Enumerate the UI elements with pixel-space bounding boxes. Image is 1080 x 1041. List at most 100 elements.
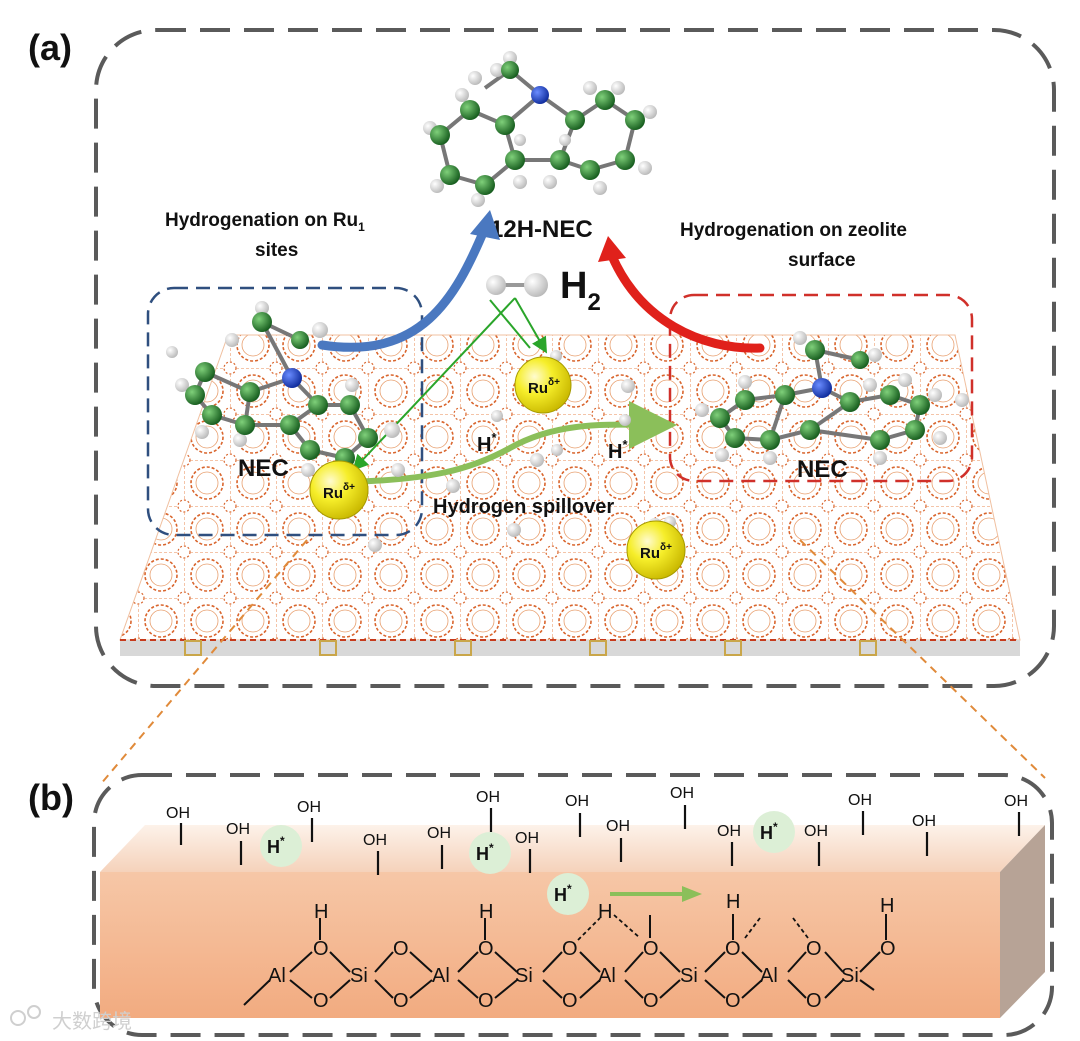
right-title: Hydrogenation on zeolite [680, 220, 907, 241]
svg-text:大数跨境: 大数跨境 [52, 1009, 132, 1033]
svg-text:Ruδ+: Ruδ+ [528, 377, 560, 397]
ru-site-3: Ruδ+ [626, 520, 686, 580]
svg-text:O: O [806, 990, 822, 1012]
svg-text:O: O [725, 938, 741, 960]
svg-text:H: H [726, 891, 740, 913]
left-title: Hydrogenation on Ru1 [165, 210, 365, 234]
oh-group: OH [515, 830, 539, 873]
blue-arrowhead [470, 210, 500, 240]
svg-text:OH: OH [606, 818, 630, 835]
oh-group: OH [670, 785, 694, 829]
svg-text:OH: OH [717, 823, 741, 840]
panel-b-frame [92, 773, 1054, 1037]
svg-text:O: O [313, 990, 329, 1012]
oh-group: OH [297, 799, 321, 842]
red-arrow [607, 251, 765, 353]
left-title-line2: sites [255, 240, 298, 261]
svg-text:Si: Si [841, 965, 859, 987]
oh-group: OH [427, 825, 451, 869]
oh-group: OH [565, 793, 589, 837]
svg-text:OH: OH [297, 799, 321, 816]
svg-text:Ruδ+: Ruδ+ [640, 542, 672, 562]
nec-label-left: NEC [238, 455, 289, 482]
svg-text:Al: Al [598, 965, 616, 987]
svg-text:O: O [725, 990, 741, 1012]
red-arrowhead [598, 236, 626, 262]
oh-group: OH [476, 789, 500, 832]
svg-text:H*: H* [554, 882, 572, 905]
svg-text:O: O [478, 990, 494, 1012]
h-star-bubble-4: H* [547, 873, 589, 915]
svg-text:OH: OH [670, 785, 694, 802]
h-star-label-2: H* [608, 437, 628, 463]
svg-text:H: H [479, 901, 493, 923]
oh-group: OH [166, 805, 190, 845]
hydroxyl-groups: OH OH OH OH OH OH OH OH OH OH OH OH OH O… [166, 785, 1028, 875]
h-star-bubble-1: H* [260, 825, 302, 867]
blue-arrow [317, 223, 490, 352]
dissociation-arrows [352, 297, 547, 471]
h-star-label-1: H* [477, 430, 497, 456]
svg-text:Al: Al [268, 965, 286, 987]
svg-text:H*: H* [267, 834, 285, 857]
right-title-line2: surface [788, 250, 856, 271]
h-migration-arrow [610, 886, 702, 902]
svg-text:O: O [393, 990, 409, 1012]
svg-text:OH: OH [565, 793, 589, 810]
svg-text:O: O [643, 938, 659, 960]
svg-text:O: O [478, 938, 494, 960]
oh-group: OH [717, 823, 741, 866]
nec-molecule-right [695, 331, 969, 465]
svg-text:H*: H* [476, 841, 494, 864]
watermark: 大数跨境 [10, 1005, 132, 1033]
oh-group: OH [848, 792, 872, 835]
svg-text:O: O [806, 938, 822, 960]
ru-site-2: Ruδ+ [309, 460, 369, 520]
svg-text:O: O [562, 990, 578, 1012]
svg-text:O: O [562, 938, 578, 960]
svg-text:Si: Si [515, 965, 533, 987]
svg-text:Si: Si [350, 965, 368, 987]
h2-molecule [486, 273, 548, 297]
svg-text:OH: OH [166, 805, 190, 822]
ru-site-1: Ruδ+ [514, 356, 572, 414]
svg-text:OH: OH [427, 825, 451, 842]
panel-a-frame [94, 28, 1056, 688]
svg-text:Al: Al [760, 965, 778, 987]
svg-text:OH: OH [515, 830, 539, 847]
spillover-arrow [344, 400, 677, 485]
zeolite-framework: Al Al Al Al Si Si Si Si O O O O O O O O … [243, 891, 896, 1012]
product-molecule-12h-nec [423, 51, 657, 207]
svg-text:O: O [313, 938, 329, 960]
oh-group: OH [606, 818, 630, 862]
panel-b-tag: (b) [28, 777, 74, 818]
svg-text:O: O [393, 938, 409, 960]
left-region-box [146, 286, 424, 537]
oh-group: OH [804, 823, 828, 866]
panel-a-tag: (a) [28, 27, 72, 68]
svg-text:H: H [880, 895, 894, 917]
svg-text:OH: OH [226, 821, 250, 838]
oh-group: OH [1004, 793, 1028, 836]
product-label: 12H-NEC [490, 216, 593, 243]
svg-text:H: H [314, 901, 328, 923]
svg-text:Al: Al [432, 965, 450, 987]
oh-group: OH [226, 821, 250, 865]
svg-text:H: H [598, 901, 612, 923]
svg-text:OH: OH [363, 832, 387, 849]
nec-label-right: NEC [797, 456, 848, 483]
h2-label: H2 [560, 265, 601, 316]
svg-text:OH: OH [476, 789, 500, 806]
svg-text:OH: OH [848, 792, 872, 809]
svg-text:OH: OH [1004, 793, 1028, 810]
h-star-bubble-3: H* [753, 811, 795, 853]
svg-text:OH: OH [804, 823, 828, 840]
zoom-guide-left [99, 539, 308, 786]
h-star-bubble-2: H* [469, 832, 511, 874]
svg-text:H*: H* [760, 820, 778, 843]
right-region-box [668, 293, 974, 483]
zoom-guide-right [799, 539, 1046, 779]
svg-text:O: O [880, 938, 896, 960]
spillover-label: Hydrogen spillover [433, 496, 614, 518]
